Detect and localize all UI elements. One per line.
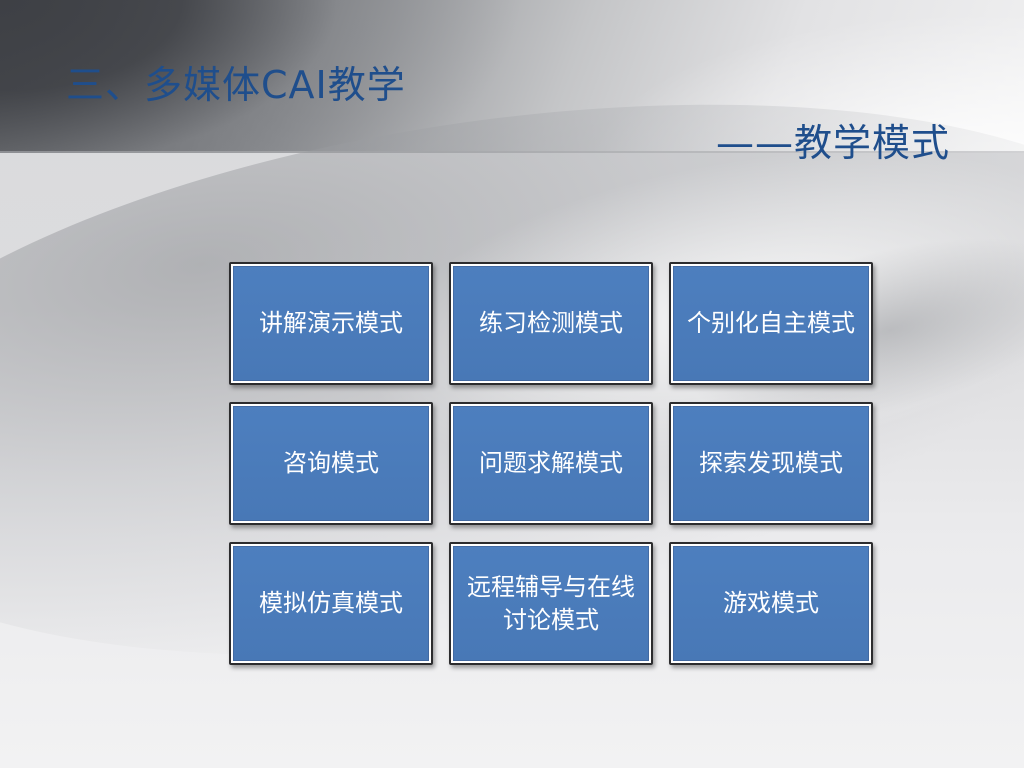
- mode-tile-lecture-demo[interactable]: 讲解演示模式: [229, 262, 433, 385]
- mode-label: 讲解演示模式: [259, 309, 403, 337]
- mode-label: 探索发现模式: [699, 449, 843, 477]
- mode-label: 问题求解模式: [479, 449, 623, 477]
- slide-title: 三、多媒体CAI教学: [66, 63, 406, 107]
- mode-label: 练习检测模式: [479, 309, 623, 337]
- mode-label: 远程辅导与在线讨论模式: [467, 572, 635, 634]
- mode-label: 模拟仿真模式: [259, 589, 403, 617]
- mode-tile-remote-tutoring-discussion[interactable]: 远程辅导与在线讨论模式: [449, 542, 653, 665]
- mode-tile-problem-solving[interactable]: 问题求解模式: [449, 402, 653, 525]
- mode-tile-individual-self-study[interactable]: 个别化自主模式: [669, 262, 873, 385]
- mode-tile-game[interactable]: 游戏模式: [669, 542, 873, 665]
- mode-tile-consultation[interactable]: 咨询模式: [229, 402, 433, 525]
- mode-tile-exploration-discovery[interactable]: 探索发现模式: [669, 402, 873, 525]
- mode-label: 咨询模式: [283, 449, 379, 477]
- mode-tile-practice-test[interactable]: 练习检测模式: [449, 262, 653, 385]
- mode-label: 个别化自主模式: [687, 309, 855, 337]
- mode-label: 游戏模式: [723, 589, 819, 617]
- slide-subtitle: ——教学模式: [715, 121, 950, 165]
- mode-tile-simulation[interactable]: 模拟仿真模式: [229, 542, 433, 665]
- mode-grid: 讲解演示模式 练习检测模式 个别化自主模式 咨询模式 问题求解模式 探索发现模式…: [229, 262, 875, 665]
